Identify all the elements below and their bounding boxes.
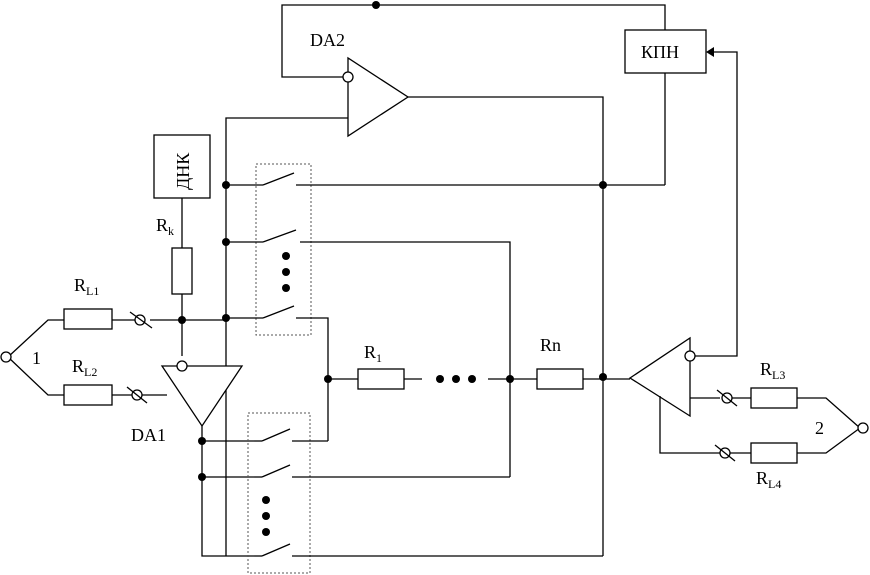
resistor-rn: [536, 368, 584, 390]
da1-input-circle: [176, 360, 188, 372]
right-amp-wires: [659, 47, 738, 454]
contact-rl4: [714, 444, 736, 462]
port-2-wires: [730, 397, 869, 454]
dnk-block: [153, 134, 211, 199]
contact-rl2: [126, 386, 148, 404]
label-rl3: RL3: [760, 359, 785, 382]
upper-switches: [226, 172, 665, 477]
resistor-rl3: [750, 387, 798, 409]
label-rl2: RL2: [72, 356, 97, 379]
port-1-terminal: [0, 351, 12, 363]
label-rn: Rn: [540, 335, 561, 355]
label-r1: R1: [364, 342, 382, 365]
upper-ellipsis: [282, 252, 290, 292]
label-port-2: 2: [815, 418, 824, 438]
resistor-r1: [357, 368, 405, 390]
inverting-input-circle: [342, 71, 354, 83]
port-1-wires: [0, 319, 64, 396]
lower-ellipsis: [262, 496, 270, 536]
rl-wires: [112, 198, 226, 396]
junction-dots: [178, 1, 607, 481]
contact-rl3: [716, 389, 738, 407]
op-amp-da2: [342, 56, 410, 138]
lower-switch-group: [247, 412, 311, 574]
label-rk: Rk: [156, 215, 174, 238]
da2-feedback-wires: [225, 4, 666, 556]
contact-rl1: [129, 311, 153, 329]
resistor-rl2: [63, 384, 113, 406]
label-rl1: RL1: [74, 275, 99, 298]
label-da2: DA2: [310, 30, 345, 50]
label-da1: DA1: [131, 425, 166, 445]
right-amp-input-circle: [684, 350, 696, 362]
op-amp-da1: [160, 360, 244, 428]
kpn-block: [624, 29, 707, 74]
da1-output-wires: [201, 426, 254, 557]
label-port-1: 1: [32, 348, 41, 368]
label-rl4: RL4: [756, 468, 781, 491]
chain-ellipsis: [436, 375, 476, 383]
label-dnk: ДНК: [173, 152, 193, 190]
resistor-rl4: [750, 442, 798, 464]
resistor-rk: [171, 247, 193, 295]
label-kpn: КПН: [641, 42, 679, 62]
port-2-terminal: [857, 422, 869, 434]
resistor-rl1: [63, 308, 113, 330]
lower-switches: [254, 428, 603, 557]
op-amp-right: [628, 336, 696, 418]
upper-switch-group: [255, 163, 312, 336]
